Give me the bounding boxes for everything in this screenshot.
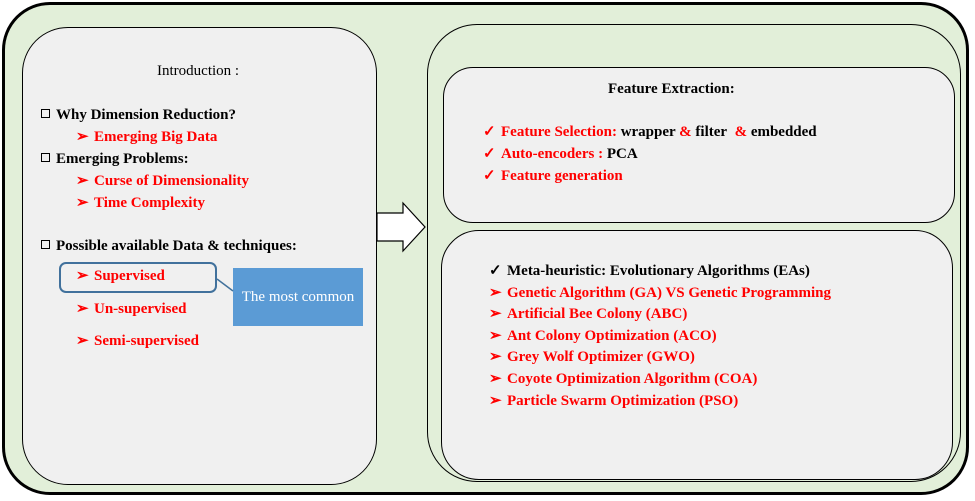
introduction-panel — [22, 27, 377, 485]
arrow-bullet-icon: ➢ — [489, 393, 502, 409]
checkmark-icon: ✓ — [489, 263, 502, 279]
unsupervised-item: ➢Un-supervised — [76, 301, 187, 317]
arrow-bullet-icon: ➢ — [76, 268, 89, 284]
semisupervised-item: ➢Semi-supervised — [76, 333, 199, 349]
right-arrow-icon — [376, 201, 426, 253]
emerging-problems: Emerging Problems: — [41, 150, 189, 168]
supervised-highlight — [59, 262, 217, 293]
arrow-bullet-icon: ➢ — [76, 195, 89, 211]
arrow-bullet-icon: ➢ — [76, 129, 89, 145]
auto-encoders-line: ✓Auto-encoders : PCA — [483, 146, 638, 162]
supervised-item: ➢Supervised — [76, 268, 165, 284]
arrow-bullet-icon: ➢ — [489, 285, 502, 301]
arrow-bullet-icon: ➢ — [76, 301, 89, 317]
feature-extraction-panel — [443, 67, 955, 223]
meta-heuristic-header: ✓Meta-heuristic: Evolutionary Algorithms… — [489, 263, 810, 279]
algorithm-item: ➢Grey Wolf Optimizer (GWO) — [489, 349, 695, 365]
checkmark-icon: ✓ — [483, 124, 496, 140]
curse-of-dimensionality-item: ➢Curse of Dimensionality — [76, 173, 249, 189]
arrow-bullet-icon: ➢ — [489, 349, 502, 365]
arrow-bullet-icon: ➢ — [76, 173, 89, 189]
meta-heuristic-panel — [441, 230, 953, 480]
feature-selection-line: ✓Feature Selection: wrapper & filter & e… — [483, 124, 817, 140]
algorithm-item: ➢Particle Swarm Optimization (PSO) — [489, 393, 739, 409]
possible-data-techniques: Possible available Data & techniques: — [41, 237, 297, 255]
arrow-bullet-icon: ➢ — [489, 371, 502, 387]
most-common-callout: The most common — [233, 268, 363, 326]
feature-generation-line: ✓Feature generation — [483, 168, 623, 184]
checkmark-icon: ✓ — [483, 146, 496, 162]
square-bullet-icon — [41, 153, 50, 162]
square-bullet-icon — [41, 109, 50, 118]
arrow-bullet-icon: ➢ — [76, 333, 89, 349]
algorithm-item: ➢Coyote Optimization Algorithm (COA) — [489, 371, 758, 387]
algorithm-item: ➢Ant Colony Optimization (ACO) — [489, 328, 717, 344]
checkmark-icon: ✓ — [483, 168, 496, 184]
arrow-bullet-icon: ➢ — [489, 328, 502, 344]
callout-pointer-line — [216, 278, 234, 292]
emerging-big-data-item: ➢Emerging Big Data — [76, 129, 218, 145]
algorithm-item: ➢Artificial Bee Colony (ABC) — [489, 306, 688, 322]
why-dimension-reduction: Why Dimension Reduction? — [41, 106, 236, 124]
arrow-bullet-icon: ➢ — [489, 306, 502, 322]
introduction-title: Introduction : — [157, 63, 240, 79]
feature-extraction-title: Feature Extraction: — [608, 81, 735, 97]
square-bullet-icon — [41, 240, 50, 249]
algorithm-item: ➢Genetic Algorithm (GA) VS Genetic Progr… — [489, 285, 831, 301]
time-complexity-item: ➢Time Complexity — [76, 195, 205, 211]
